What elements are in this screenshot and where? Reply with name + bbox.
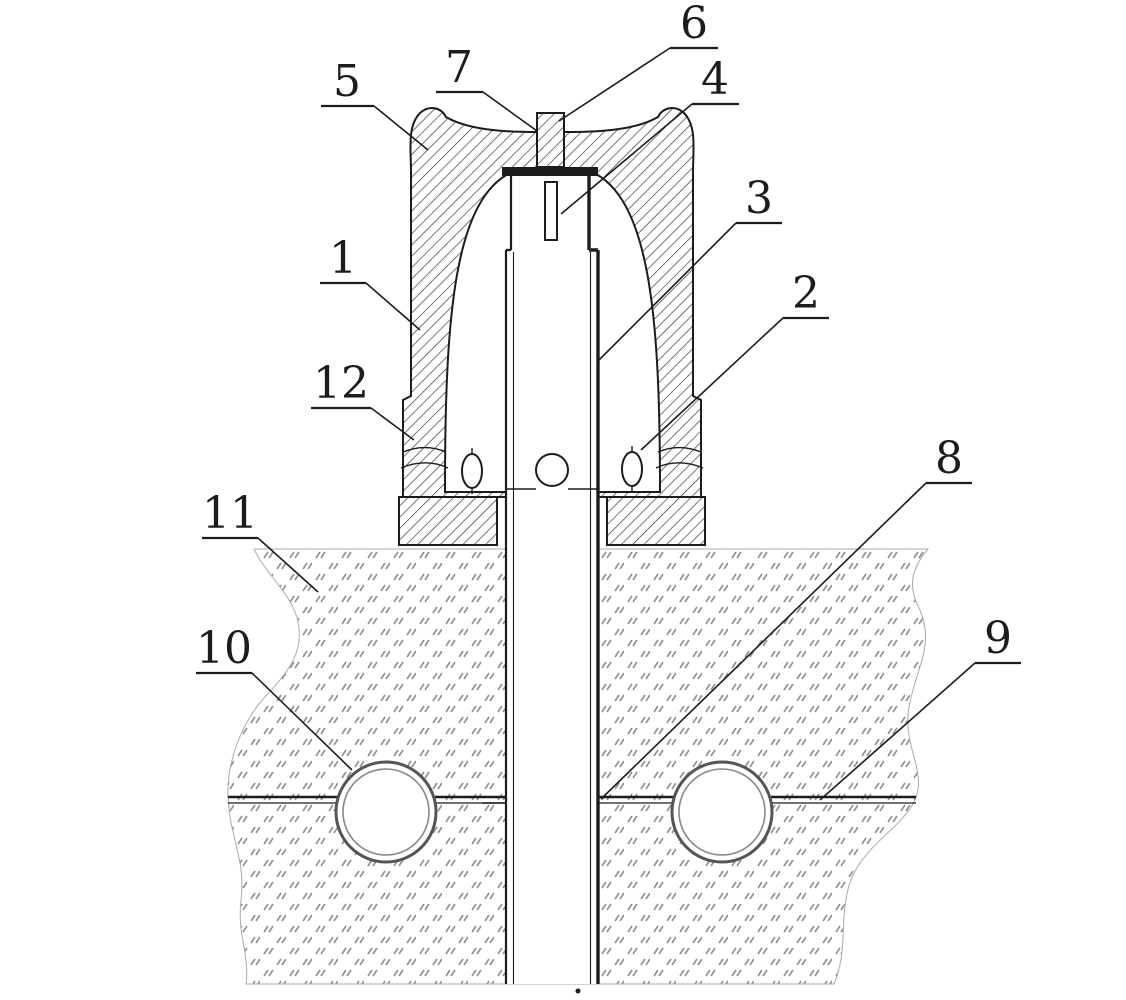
pipe-wall-right <box>587 175 600 984</box>
callout-layer: 5 7 6 4 32 1 12 11 10 8 9 <box>196 0 1021 801</box>
callout-10: 10 <box>196 623 353 771</box>
callout-number: 4 <box>701 54 729 105</box>
callout-1: 1 <box>320 233 421 331</box>
callout-number: 7 <box>445 42 473 93</box>
callout-number: 2 <box>792 268 820 319</box>
center-pipe-fill-lower <box>506 250 599 984</box>
callout-number: 6 <box>680 0 708 49</box>
flange-block-left <box>398 496 498 546</box>
callout-7: 7 <box>436 42 538 132</box>
callout-number: 1 <box>329 233 357 284</box>
callout-number: 11 <box>202 488 258 539</box>
flange-block-right <box>606 496 706 546</box>
callout-6: 6 <box>558 0 718 122</box>
bolt-ellipse-right <box>621 446 643 492</box>
leader-line <box>600 482 927 800</box>
leader-line <box>365 282 421 331</box>
right-buried-pipe-circle <box>670 760 774 864</box>
leader-line <box>598 222 737 361</box>
leader-line <box>558 47 671 122</box>
pipe-wall-left <box>504 175 513 984</box>
callout-number: 10 <box>196 623 252 674</box>
bottom-dot <box>575 988 581 994</box>
leader-line <box>560 103 693 215</box>
leader-line <box>370 407 415 441</box>
packing-groove-left <box>400 446 449 469</box>
leader-line <box>373 105 429 151</box>
callout-5: 5 <box>321 56 429 151</box>
callout-9: 9 <box>819 613 1021 801</box>
bolt-circle-center <box>506 453 598 490</box>
leader-line <box>251 672 353 771</box>
leader-line <box>819 662 976 801</box>
packing-groove-right <box>655 446 704 469</box>
locking-pin <box>536 112 565 168</box>
leader-line <box>640 317 784 451</box>
pipe-ground-tick <box>482 796 506 804</box>
top-cap-plate <box>502 167 598 176</box>
callout-11: 11 <box>202 488 319 593</box>
callout-3: 3 <box>598 173 782 361</box>
bolt-ellipse-left <box>461 448 483 494</box>
callout-number: 8 <box>935 433 963 484</box>
callout-number: 12 <box>313 358 369 409</box>
leader-line <box>482 91 538 132</box>
callout-2: 2 <box>640 268 829 451</box>
callout-number: 9 <box>984 613 1012 664</box>
inner-rod <box>544 181 558 241</box>
callout-8: 8 <box>600 433 972 800</box>
callout-4: 4 <box>560 54 739 215</box>
callout-number: 3 <box>745 173 773 224</box>
leader-line <box>257 537 319 593</box>
callout-12: 12 <box>311 358 415 441</box>
callout-number: 5 <box>333 56 361 107</box>
left-buried-pipe-circle <box>334 760 438 864</box>
